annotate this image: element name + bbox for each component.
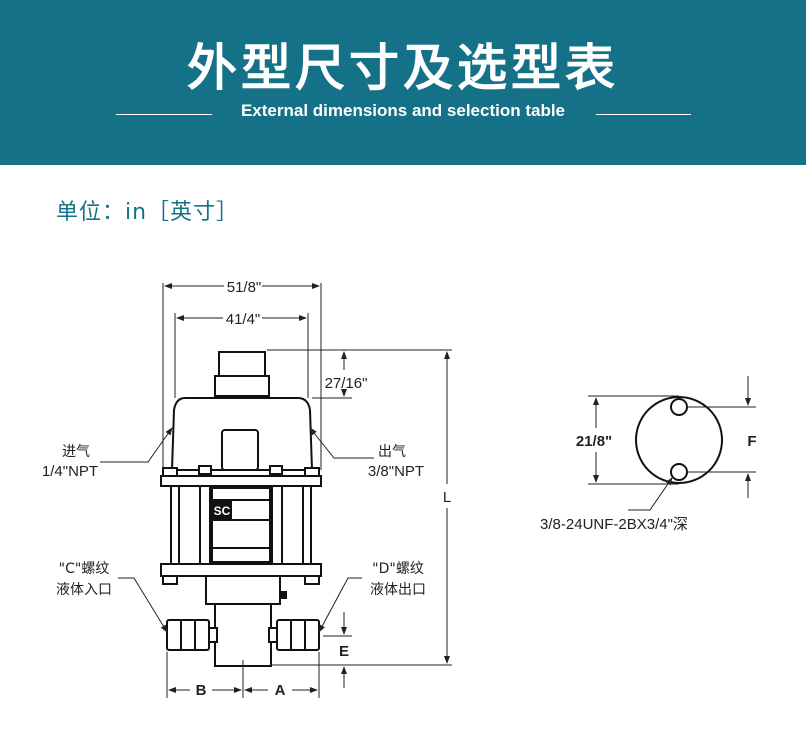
dim-f: F xyxy=(747,433,756,450)
port-c-label: "C"螺纹 xyxy=(59,561,110,577)
bolt-head xyxy=(269,465,283,475)
hydraulic-body xyxy=(214,603,272,667)
port-d-desc: 液体出口 xyxy=(370,582,426,598)
mount-hole-bottom xyxy=(670,463,688,481)
port-d-fitting xyxy=(276,619,320,651)
subtitle-rule-right xyxy=(596,114,691,115)
air-outlet-size: 3/8"NPT xyxy=(368,463,424,480)
bolt-nut xyxy=(162,575,178,585)
bolt-head xyxy=(198,465,212,475)
brand-mark: SC xyxy=(214,504,231,518)
header-banner: 外型尺寸及选型表 External dimensions and selecti… xyxy=(0,0,806,165)
mount-hole-top xyxy=(670,398,688,416)
tie-rod xyxy=(170,485,180,565)
dim-diameter: 21/8" xyxy=(576,433,612,450)
bottom-dimension-lines xyxy=(588,376,756,511)
dim-top-height: 27/16" xyxy=(325,375,368,392)
top-cap-base xyxy=(214,375,270,397)
page-title: 外型尺寸及选型表 xyxy=(187,39,619,97)
port-d-label: "D"螺纹 xyxy=(372,561,424,577)
upper-flange xyxy=(160,475,322,487)
base-circle xyxy=(635,396,723,484)
port-d-neck xyxy=(268,627,278,643)
dim-length: L xyxy=(443,489,451,506)
dim-e: E xyxy=(339,643,349,660)
air-inlet-size: 1/4"NPT xyxy=(42,463,98,480)
bolt-head xyxy=(304,467,320,477)
dim-width-outer: 51/8" xyxy=(227,279,262,296)
air-head-window xyxy=(221,429,259,471)
air-outlet-label: 出气 xyxy=(378,444,406,460)
port-c-desc: 液体入口 xyxy=(56,582,112,598)
lower-flange xyxy=(160,563,322,577)
dim-a: A xyxy=(275,682,286,699)
pump-front-view xyxy=(160,351,322,667)
thread-note: 3/8-24UNF-2BX3/4"深 xyxy=(540,516,688,533)
unit-label: 单位：in［英寸］ xyxy=(56,200,240,225)
port-c-neck xyxy=(208,627,218,643)
tie-rod xyxy=(199,485,211,565)
hydraulic-head xyxy=(205,575,281,605)
tie-rod xyxy=(271,485,283,565)
subtitle-rule-left xyxy=(116,114,212,115)
dim-width-inner: 41/4" xyxy=(226,311,261,328)
air-inlet-label: 进气 xyxy=(62,444,90,460)
front-dimension-lines xyxy=(100,283,452,698)
pump-bottom-view xyxy=(635,396,723,484)
bolt-head xyxy=(162,467,178,477)
page-subtitle: External dimensions and selection table xyxy=(240,101,566,120)
brand-badge xyxy=(212,500,232,520)
dim-b: B xyxy=(196,682,207,699)
tie-rod xyxy=(302,485,312,565)
port-c-fitting xyxy=(166,619,210,651)
top-cap xyxy=(218,351,266,377)
bolt-nut xyxy=(304,575,320,585)
